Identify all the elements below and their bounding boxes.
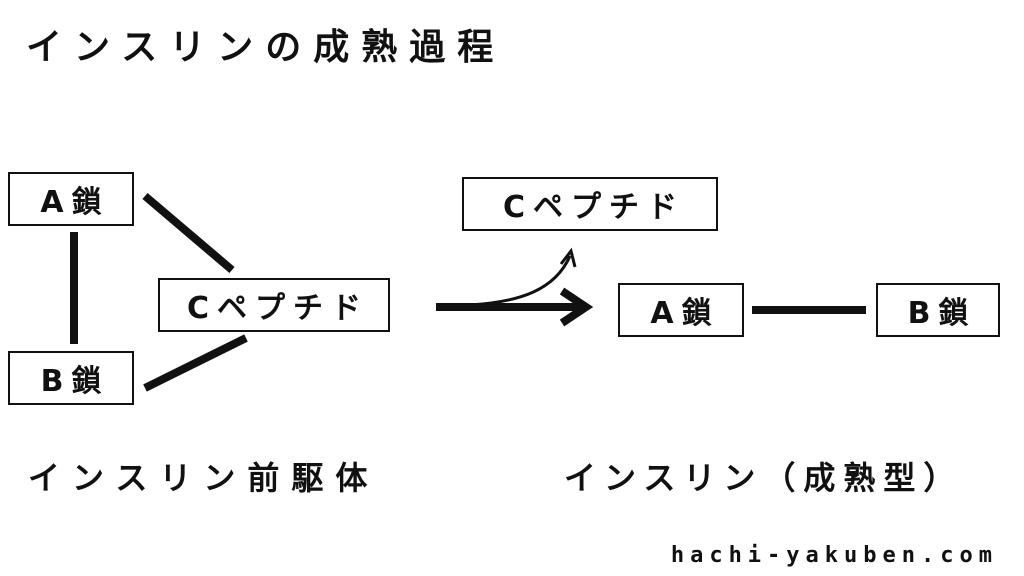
mature-a-chain-box: A鎖 — [618, 283, 744, 337]
conversion-arrowhead — [559, 287, 594, 327]
cleavage-arrow — [469, 255, 572, 307]
site-url: hachi-yakuben.com — [670, 543, 998, 568]
precursor-b-chain-box: B鎖 — [8, 351, 134, 405]
precursor-c-peptide-box: Cペプチド — [158, 278, 390, 332]
mature-c-peptide-box: Cペプチド — [462, 177, 718, 231]
bond-b-c — [143, 334, 248, 392]
mature-b-chain-box: B鎖 — [876, 283, 1000, 337]
precursor-a-chain-box: A鎖 — [8, 172, 134, 226]
cleavage-arrowhead — [559, 247, 577, 268]
bond-a-c — [142, 192, 235, 274]
precursor-caption: インスリン前駆体 — [28, 459, 380, 497]
mature-caption: インスリン（成熟型） — [564, 459, 964, 497]
page-title: インスリンの成熟過程 — [26, 27, 506, 68]
